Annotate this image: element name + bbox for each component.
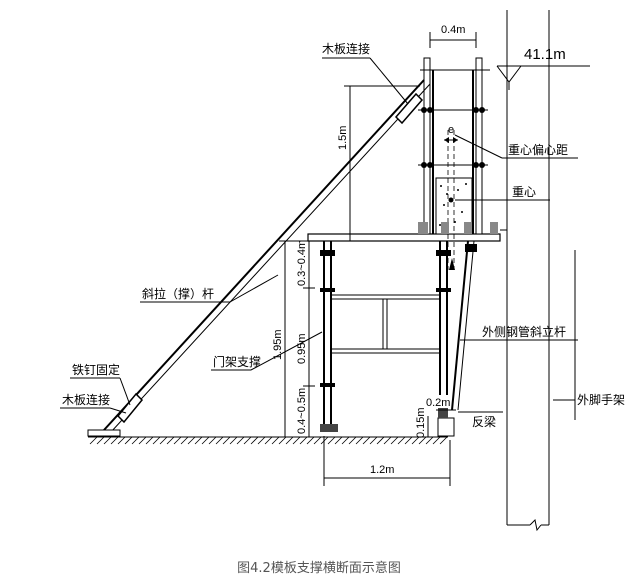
concrete-aggregate-dot <box>440 185 442 187</box>
concrete-aggregate-dot <box>454 221 456 223</box>
ground-hatch-mark <box>96 436 105 445</box>
ground-hatch-mark <box>110 436 119 445</box>
concrete-aggregate-dot <box>443 204 445 206</box>
label-diagonal-brace: 斜拉（撑）杆 <box>142 286 214 301</box>
ground-hatch-mark <box>180 436 189 445</box>
label-centroid: 重心 <box>512 185 536 199</box>
ground-hatch-mark <box>292 436 301 445</box>
figure-caption: 图4.2模板支撑横断面示意图 <box>237 560 401 576</box>
ground-hatch-mark <box>355 436 364 445</box>
ground-hatch-mark <box>418 436 427 445</box>
dim-h-0-95: 0.95m <box>296 333 308 364</box>
dim-w-0-2: 0.2m <box>426 397 450 409</box>
diagonal-brace <box>87 79 431 437</box>
dim-w-1-2: 1.2m <box>370 464 394 476</box>
label-outer-steel-pole: 外侧钢管斜立杆 <box>482 324 566 339</box>
ground-hatch-mark <box>313 436 322 445</box>
ground-hatch-mark <box>208 436 217 445</box>
ground-hatch-mark <box>166 436 175 445</box>
ground-hatch-mark <box>376 436 385 445</box>
ground-hatch-mark <box>327 436 336 445</box>
ground-hatch-mark <box>103 436 112 445</box>
dim-elevation: 41.1m <box>524 46 566 63</box>
label-iron-nail: 铁钉固定 <box>72 362 120 377</box>
ground-hatch-mark <box>201 436 210 445</box>
ground-hatch-mark <box>369 436 378 445</box>
label-wood-joint-top: 木板连接 <box>322 41 370 56</box>
ground-hatch-mark <box>187 436 196 445</box>
ground-hatch-mark <box>348 436 357 445</box>
ground-hatch-mark <box>250 436 259 445</box>
dim-h-1-95: 1.95m <box>272 329 284 360</box>
ground-hatch-mark <box>229 436 238 445</box>
label-outer-scaffold: 外脚手架 <box>577 392 625 407</box>
ground-hatch-mark <box>341 436 350 445</box>
concrete-aggregate-dot <box>439 224 441 226</box>
dimension-lines <box>279 32 477 486</box>
ground-hatch-mark <box>131 436 140 445</box>
ground-hatch-mark <box>215 436 224 445</box>
dim-h-0-15: 0.15m <box>415 407 427 438</box>
ground-hatch-mark <box>306 436 315 445</box>
ground-hatch-mark <box>397 436 406 445</box>
dim-top-width: 0.4m <box>441 24 465 36</box>
concrete-aggregate-dot <box>465 183 467 185</box>
ground-hatch-mark <box>411 436 420 445</box>
ground-hatch-mark <box>236 436 245 445</box>
ground-hatch-mark <box>145 436 154 445</box>
ground-hatch-mark <box>404 436 413 445</box>
ground-hatch-mark <box>152 436 161 445</box>
ground-hatch-mark <box>173 436 182 445</box>
ground-hatch-mark <box>362 436 371 445</box>
label-upturned-beam: 反梁 <box>472 414 496 429</box>
ground-hatch-mark <box>285 436 294 445</box>
door-frame-support <box>320 240 477 437</box>
label-wood-joint-bottom: 木板连接 <box>62 392 110 407</box>
ground-hatch-mark <box>425 436 434 445</box>
ground-line <box>88 436 448 445</box>
ground-hatch-mark <box>257 436 266 445</box>
ground-hatch-mark <box>243 436 252 445</box>
label-door-frame: 门架支撑 <box>213 354 261 369</box>
ground-hatch-mark <box>299 436 308 445</box>
ground-hatch-mark <box>271 436 280 445</box>
ground-hatch-mark <box>159 436 168 445</box>
ground-hatch-mark <box>222 436 231 445</box>
building-wall <box>496 10 590 532</box>
leader-lines <box>60 57 578 414</box>
ground-hatch-mark <box>439 436 448 445</box>
ground-hatch-mark <box>138 436 147 445</box>
dim-h-0-4: 0.4~0.5m <box>296 388 308 434</box>
ground-hatch-mark <box>264 436 273 445</box>
ground-hatch-mark <box>334 436 343 445</box>
beam-formwork <box>418 57 498 270</box>
dim-height-1-5: 1.5m <box>337 126 349 150</box>
ground-hatch-mark <box>89 436 98 445</box>
ground-hatch-mark <box>432 436 441 445</box>
concrete-aggregate-dot <box>461 211 463 213</box>
ground-hatch-mark <box>383 436 392 445</box>
ground-hatch-mark <box>278 436 287 445</box>
dim-h-0-3: 0.3~0.4m <box>296 240 308 286</box>
label-eccentric: 重心偏心距 <box>508 142 568 157</box>
label-e-symbol: e <box>448 124 454 136</box>
concrete-aggregate-dot <box>446 193 448 195</box>
ground-hatch-mark <box>390 436 399 445</box>
ground-hatch-mark <box>194 436 203 445</box>
concrete-aggregate-dot <box>457 189 459 191</box>
ground-hatch-mark <box>124 436 133 445</box>
ground-hatch-mark <box>117 436 126 445</box>
